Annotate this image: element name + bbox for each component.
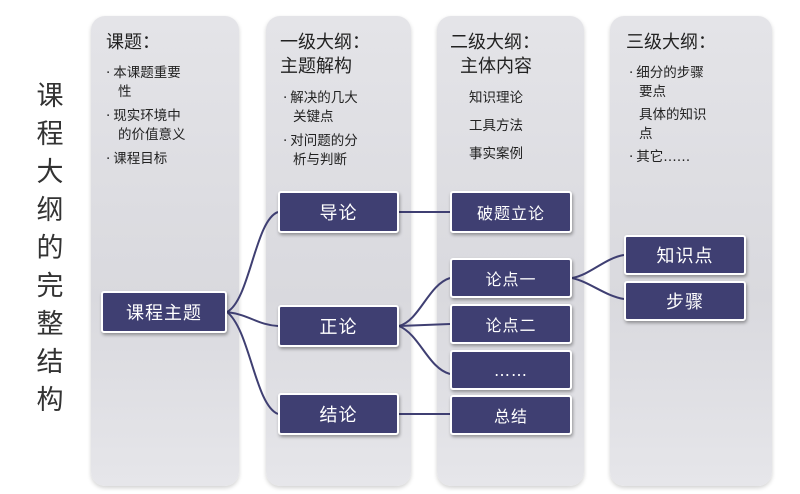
- bullet-dot-icon: ·: [106, 108, 111, 124]
- content-item: 工具方法: [469, 118, 523, 134]
- content-item: 具体的知识: [639, 107, 707, 123]
- node-more-points: ……: [450, 350, 572, 390]
- bullet-dot-icon: ·: [629, 149, 634, 165]
- vertical-title-char: 课: [36, 81, 64, 112]
- node-steps: 步骤: [624, 281, 746, 321]
- bullet-continuation: 要点: [639, 84, 666, 100]
- node-introduction: 导论: [278, 191, 399, 233]
- content-item: 点: [639, 126, 653, 142]
- bullet-dot-icon: ·: [283, 90, 288, 106]
- node-course-topic: 课程主题: [101, 291, 227, 333]
- bullet-dot-icon: ·: [629, 65, 634, 81]
- node-point-two: 论点二: [450, 304, 572, 344]
- bullet-item: ·现实环境中: [106, 108, 181, 124]
- bullet-item: ·课程目标: [106, 151, 168, 167]
- bullet-continuation: 性: [118, 84, 132, 100]
- column-level2-heading: 二级大纲：: [450, 32, 540, 53]
- vertical-title-char: 纲: [36, 195, 64, 226]
- column-level3-heading: 三级大纲：: [626, 32, 716, 53]
- bullet-dot-icon: ·: [106, 151, 111, 167]
- bullet-item: ·其它……: [629, 149, 691, 165]
- node-summary: 总结: [450, 395, 572, 435]
- vertical-title-char: 的: [36, 233, 64, 264]
- node-knowledge-point: 知识点: [624, 235, 746, 275]
- bullet-continuation: 关键点: [293, 109, 334, 125]
- node-point-one: 论点一: [450, 258, 572, 298]
- column-level2-subheading: 主体内容: [460, 56, 532, 77]
- node-thesis: 破题立论: [450, 191, 572, 233]
- content-item: 知识理论: [469, 90, 523, 106]
- column-level1-subheading: 主题解构: [280, 56, 352, 77]
- vertical-title-char: 大: [36, 157, 64, 188]
- bullet-dot-icon: ·: [283, 133, 288, 149]
- content-item: 事实案例: [469, 146, 523, 162]
- vertical-title-char: 整: [36, 309, 64, 340]
- bullet-item: ·解决的几大: [283, 90, 358, 106]
- bullet-item: ·本课题重要: [106, 65, 181, 81]
- column-topic-heading: 课题：: [106, 32, 160, 53]
- bullet-dot-icon: ·: [106, 65, 111, 81]
- bullet-continuation: 析与判断: [293, 152, 347, 168]
- vertical-title-char: 结: [36, 347, 64, 378]
- column-topic: [91, 16, 239, 486]
- node-main-argument: 正论: [278, 305, 399, 347]
- vertical-title-char: 构: [36, 385, 64, 416]
- vertical-title-char: 程: [36, 119, 64, 150]
- bullet-continuation: 的价值意义: [118, 127, 186, 143]
- vertical-title: 课 程 大 纲 的 完 整 结 构: [30, 78, 70, 420]
- bullet-item: ·细分的步骤: [629, 65, 704, 81]
- vertical-title-char: 完: [36, 271, 64, 302]
- bullet-item: ·对问题的分: [283, 133, 358, 149]
- column-level1-heading: 一级大纲：: [280, 32, 370, 53]
- node-conclusion: 结论: [278, 393, 399, 435]
